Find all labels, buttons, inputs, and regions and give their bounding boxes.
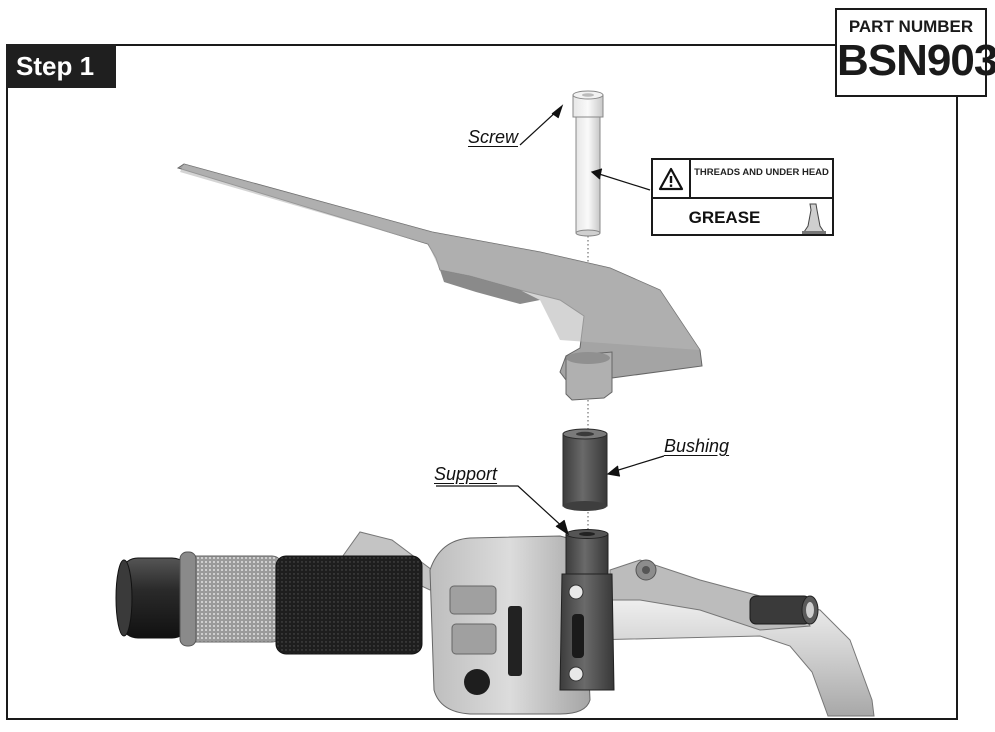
screw-callout: Screw bbox=[468, 127, 519, 147]
step-label: Step 1 bbox=[16, 50, 95, 81]
grease-leader-line bbox=[595, 172, 651, 191]
grease-threads-text: THREADS AND UNDER HEAD bbox=[694, 167, 829, 178]
part-number-label: PART NUMBER bbox=[848, 17, 974, 36]
support-part bbox=[559, 529, 615, 691]
grease-tube-icon bbox=[796, 199, 832, 236]
support-leader-line bbox=[436, 485, 567, 531]
bushing-callout: Bushing bbox=[664, 436, 730, 456]
lever-arm bbox=[176, 163, 703, 401]
bushing-leader-line bbox=[611, 455, 665, 473]
switch-housing bbox=[429, 535, 591, 715]
warning-triangle-icon bbox=[653, 160, 691, 197]
part-number-box: PART NUMBER BSN903 bbox=[835, 8, 995, 97]
grease-instruction-box: THREADS AND UNDER HEAD GREASE bbox=[651, 158, 834, 236]
screw-leader-line bbox=[519, 109, 559, 146]
screw-part bbox=[572, 90, 604, 237]
grease-label: GREASE bbox=[688, 207, 761, 227]
step-badge: Step 1 bbox=[6, 44, 116, 88]
handlebar-grip bbox=[115, 551, 423, 655]
part-number-value: BSN903 bbox=[837, 36, 995, 85]
support-callout: Support bbox=[434, 464, 498, 484]
bushing-part bbox=[562, 428, 608, 511]
leader-lines bbox=[436, 104, 665, 536]
